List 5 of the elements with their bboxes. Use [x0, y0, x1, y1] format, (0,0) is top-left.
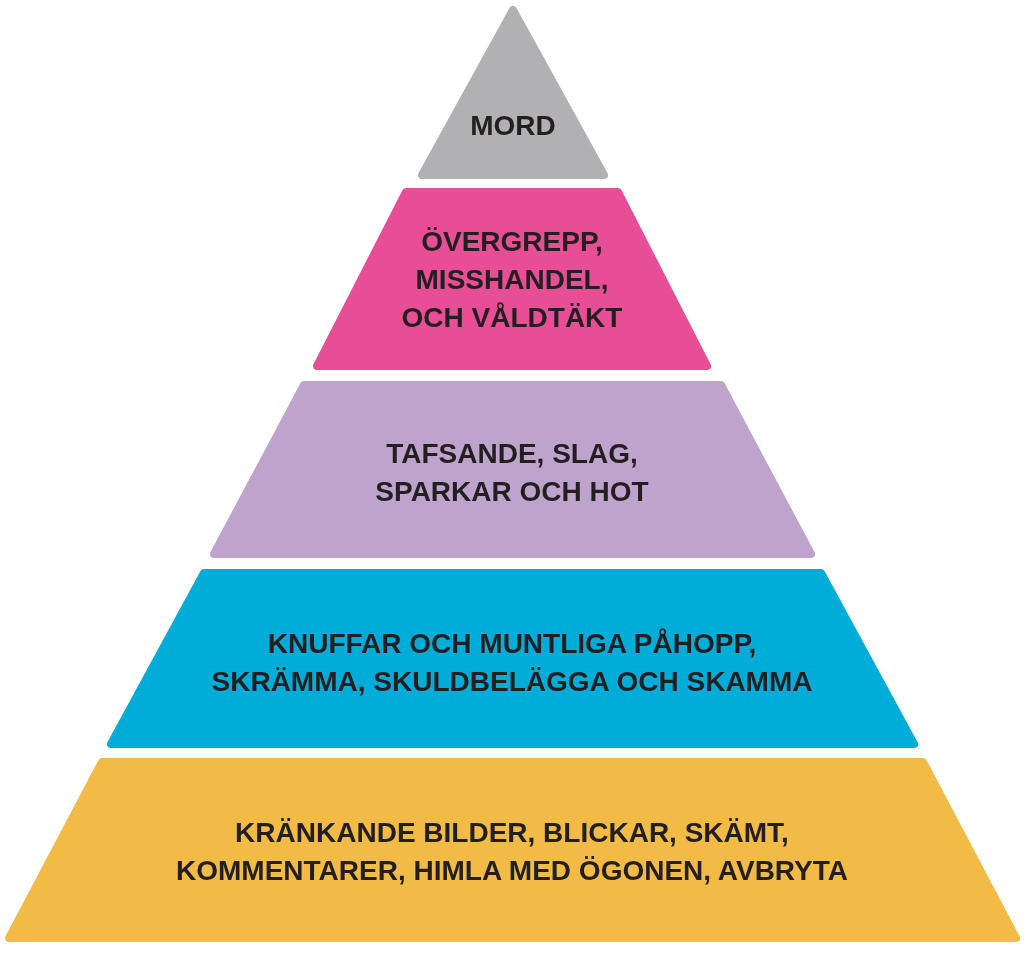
tier-label: TAFSANDE, SLAG, SPARKAR OCH HOT — [374, 437, 650, 509]
tier-label: KRÄNKANDE BILDER, BLICKAR, SKÄMT, KOMMENTARER, HIMLA MED ÖGONEN, AVBRYTA — [175, 816, 849, 888]
tier-label: KNUFFAR OCH MUNTLIGA PÅHOPP, SKRÄMMA, SKULDBELÄGGA OCH SKAMMA — [210, 627, 814, 699]
tier-label: ÖVERGREPP, MISSHANDEL, OCH VÅLDTÄKT — [400, 225, 624, 335]
tier-label: MORD — [469, 109, 557, 143]
